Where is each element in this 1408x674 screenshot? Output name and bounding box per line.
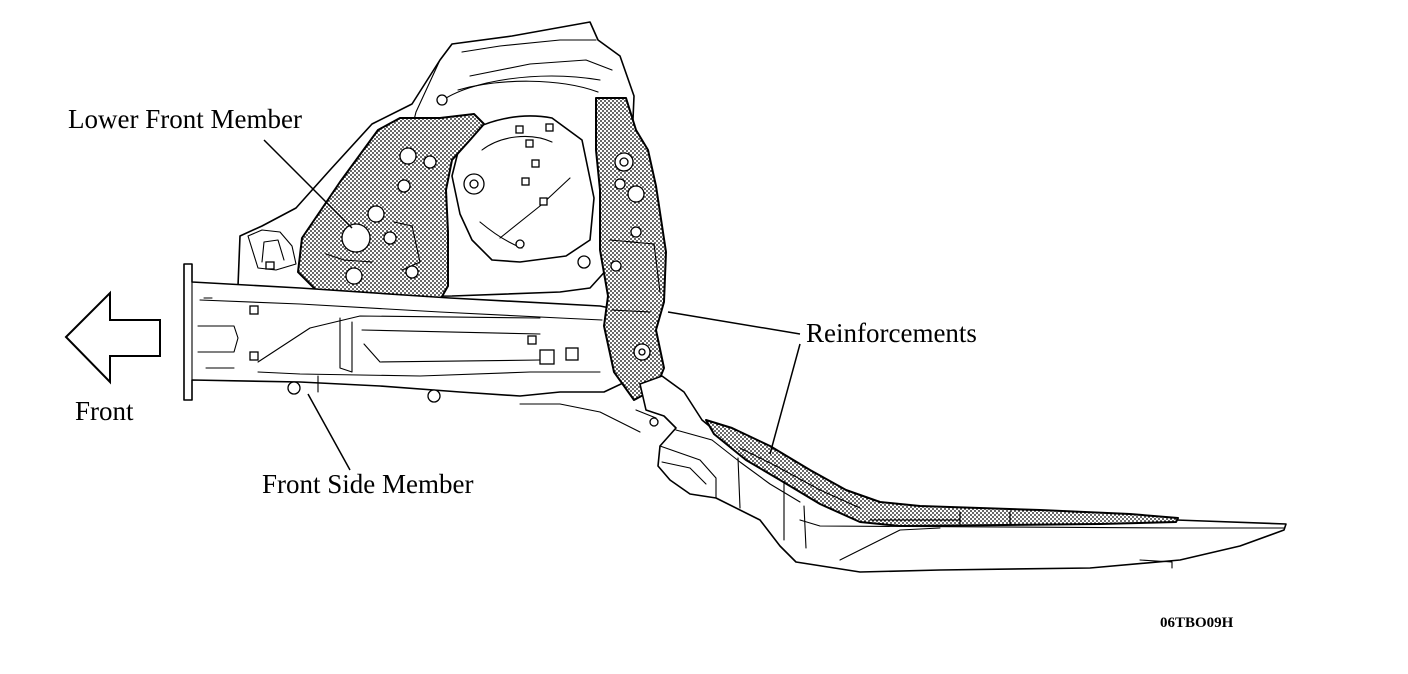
lower-front-member-label: Lower Front Member <box>68 104 302 134</box>
reinforcements-label: Reinforcements <box>806 318 977 348</box>
floor-panel <box>635 375 1287 573</box>
floor-reinforcement-details <box>739 447 1011 525</box>
reinforcements-leader-upper <box>667 311 801 335</box>
lower-front-member-leader <box>263 139 353 229</box>
vertical-reinforcement-details <box>609 152 661 361</box>
figure-code: 06TBO09H <box>1160 615 1234 631</box>
front-side-member-leader <box>307 393 351 471</box>
front-label: Front <box>75 396 134 426</box>
lower-front-member-details <box>325 147 437 285</box>
front-side-member-label: Front Side Member <box>262 469 473 499</box>
left-arrow-outline-icon <box>64 290 161 385</box>
front-side-member-part <box>183 263 641 433</box>
reinforcements-leader-lower <box>769 343 801 455</box>
floor-reinforcement-part <box>705 419 1179 527</box>
